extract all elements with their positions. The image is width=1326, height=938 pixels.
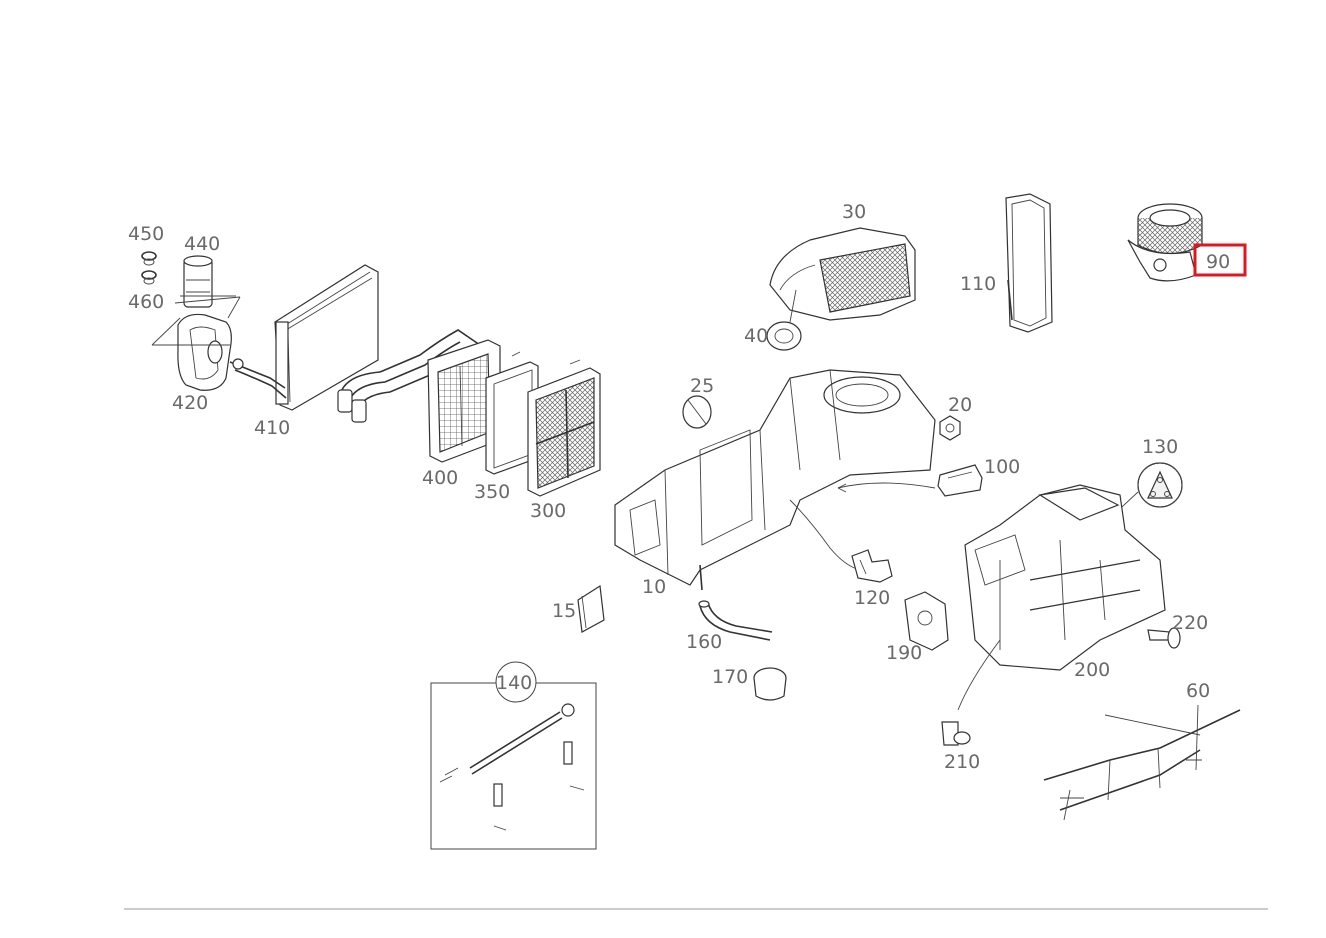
actuator-190[interactable]	[904, 591, 949, 651]
expansion-valve-440[interactable]	[151, 255, 241, 346]
heater-core-410[interactable]	[229, 264, 379, 411]
label-200[interactable]: 200	[1074, 659, 1110, 681]
label-440[interactable]: 440	[184, 233, 220, 255]
hvac-lower-housing-200[interactable]	[964, 484, 1166, 671]
flap-25[interactable]	[682, 395, 712, 429]
wiring-line	[789, 499, 1001, 711]
oring-450[interactable]	[141, 251, 157, 266]
label-15[interactable]: 15	[552, 600, 576, 622]
bolt-210[interactable]	[941, 721, 971, 746]
hose-160[interactable]	[698, 600, 773, 641]
label-60[interactable]: 60	[1186, 680, 1210, 702]
seal-callout-circle	[1137, 462, 1183, 508]
label-140[interactable]: 140	[496, 672, 532, 694]
label-350[interactable]: 350	[474, 481, 510, 503]
actuator-motor-40[interactable]	[766, 289, 802, 351]
sensor-100[interactable]	[837, 464, 983, 497]
bracket-15[interactable]	[577, 584, 605, 633]
blower-motor-90[interactable]	[1127, 203, 1203, 282]
label-220[interactable]: 220	[1172, 612, 1208, 634]
highlight-box	[1193, 243, 1247, 277]
label-300[interactable]: 300	[530, 500, 566, 522]
label-110[interactable]: 110	[960, 273, 996, 295]
coolant-pipes[interactable]	[337, 329, 481, 423]
inset-callout-circle	[495, 661, 537, 703]
seal-130[interactable]	[1109, 462, 1183, 519]
cabin-filter-110[interactable]	[1005, 193, 1053, 333]
label-170[interactable]: 170	[712, 666, 748, 688]
evaporator-cover-420[interactable]	[152, 313, 232, 391]
label-420[interactable]: 420	[172, 392, 208, 414]
air-duct-cover-30[interactable]	[769, 227, 916, 321]
wiring-harness-60[interactable]	[1043, 704, 1241, 821]
label-20[interactable]: 20	[948, 394, 972, 416]
label-130[interactable]: 130	[1142, 436, 1178, 458]
label-460[interactable]: 460	[128, 291, 164, 313]
label-25[interactable]: 25	[690, 375, 714, 397]
label-160[interactable]: 160	[686, 631, 722, 653]
label-190[interactable]: 190	[886, 642, 922, 664]
bolt-220[interactable]	[1147, 627, 1181, 649]
label-10[interactable]: 10	[642, 576, 666, 598]
label-400[interactable]: 400	[422, 467, 458, 489]
label-450[interactable]: 450	[128, 223, 164, 245]
connector-120[interactable]	[851, 549, 893, 583]
inset-box-140[interactable]	[430, 682, 597, 850]
label-410[interactable]: 410	[254, 417, 290, 439]
label-210[interactable]: 210	[944, 751, 980, 773]
part-labels: 450 440 460 420 410 400 350 300 30 40 11…	[128, 201, 1230, 773]
drain-170[interactable]	[753, 667, 787, 701]
label-120[interactable]: 120	[854, 587, 890, 609]
oring-460[interactable]	[141, 270, 157, 285]
nut-20[interactable]	[939, 415, 961, 441]
label-100[interactable]: 100	[984, 456, 1020, 478]
label-90[interactable]: 90	[1206, 251, 1230, 273]
label-30[interactable]: 30	[842, 201, 866, 223]
filter-300[interactable]	[511, 351, 601, 497]
label-40[interactable]: 40	[744, 325, 768, 347]
hvac-housing-10[interactable]	[614, 369, 936, 591]
